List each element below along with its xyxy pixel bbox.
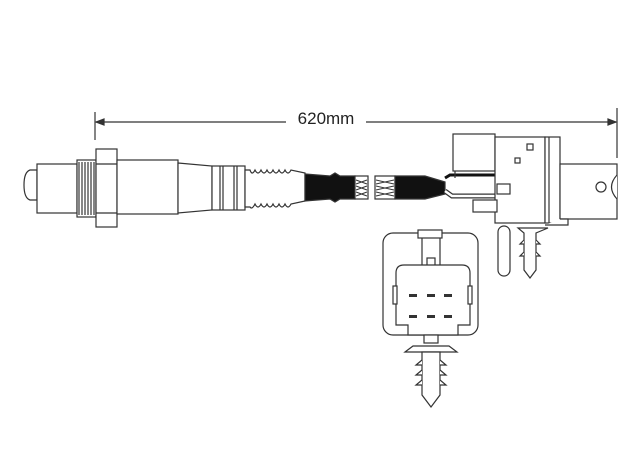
pin-icon bbox=[409, 294, 452, 318]
sensor-body bbox=[23, 148, 306, 228]
cable bbox=[304, 172, 495, 203]
side-connector bbox=[452, 133, 618, 279]
dimension-label: 620mm bbox=[286, 109, 366, 129]
thread-icon bbox=[78, 162, 95, 215]
connector-front-view bbox=[382, 229, 479, 408]
